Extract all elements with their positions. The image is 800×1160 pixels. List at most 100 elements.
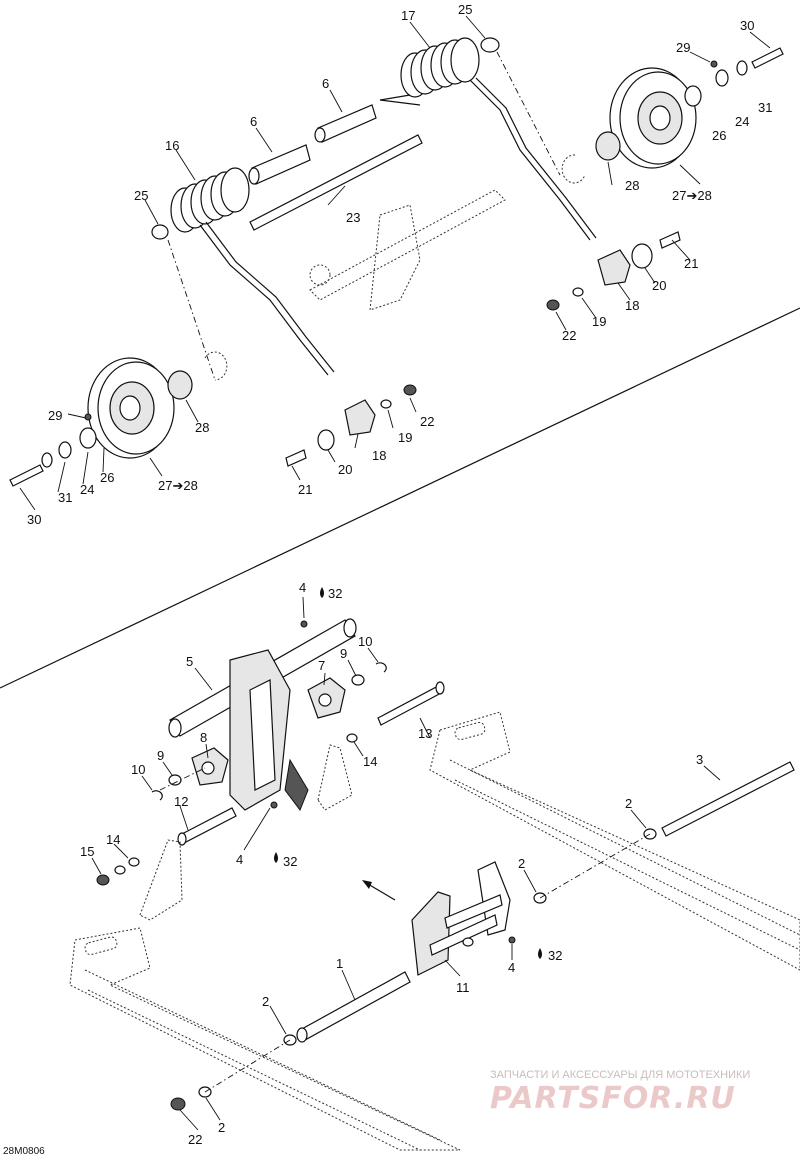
washer-14-lower-a: [128, 857, 140, 867]
rod-13: [377, 681, 445, 726]
front-direction-arrow: [362, 880, 396, 901]
callout-32-top: 32: [328, 586, 342, 601]
bearing-28-right: [595, 131, 621, 161]
washer-31-right: [736, 60, 748, 76]
bearing-28-left: [167, 370, 193, 400]
washer-31-left: [41, 452, 53, 468]
callout-32-front: 32: [548, 948, 562, 963]
axis-line-lower-2: [539, 833, 651, 899]
callout-22-bottom: 22: [188, 1132, 202, 1147]
bolt-30-right: [751, 47, 784, 69]
callout-27-28-left: 27➔28: [158, 478, 198, 493]
callout-2-left: 2: [262, 994, 269, 1009]
callout-10-lower: 10: [131, 762, 145, 777]
idler-wheel-right: [609, 67, 697, 169]
callout-10-top: 10: [358, 634, 372, 649]
callout-6-upper: 6: [322, 76, 329, 91]
spring-16: [170, 167, 335, 376]
rod-3: [661, 761, 795, 837]
axis-line-upper-right: [496, 51, 561, 176]
callout-32-mid: 32: [283, 854, 297, 869]
watermark: ЗАПЧАСТИ И АКСЕССУАРЫ ДЛЯ МОТОТЕХНИКИ PA…: [490, 1069, 750, 1116]
callout-11: 11: [456, 980, 470, 995]
callout-22-right: 22: [562, 328, 576, 343]
washer-25-right: [480, 37, 500, 53]
diagram-code: 28M0806: [3, 1146, 45, 1157]
washer-25-left: [151, 224, 169, 240]
tube-6-upper: [314, 104, 377, 143]
front-arm-bracket-11: [411, 861, 511, 976]
washer-14-upper: [346, 733, 358, 743]
washer-9-upper: [351, 674, 365, 686]
idler-wheel-left: [87, 357, 175, 459]
callout-21-right: 21: [684, 256, 698, 271]
callout-20-right: 20: [652, 278, 666, 293]
callout-8: 8: [200, 730, 207, 745]
callout-14-lower: 14: [106, 832, 120, 847]
clip-10-upper: [375, 662, 387, 673]
leader-lines-upper: [19, 15, 771, 511]
watermark-brand: PARTSFOR.RU: [490, 1081, 736, 1116]
spacer-26-left: [79, 427, 97, 449]
callout-20-left: 20: [338, 462, 352, 477]
callout-4-front: 4: [508, 960, 515, 975]
callout-26-right: 26: [712, 128, 726, 143]
lower-assembly: [69, 587, 800, 1151]
callout-7: 7: [318, 658, 325, 673]
callout-29-left: 29: [48, 408, 62, 423]
washer-19-right: [572, 287, 584, 297]
axis-line-upper-left: [167, 239, 216, 381]
shaft-23: [249, 134, 423, 231]
circlip-left: [204, 351, 228, 381]
nut-22-right: [546, 299, 560, 311]
lubricant-drop-icon-b: [274, 852, 278, 863]
grease-fitting-4-front: [508, 936, 516, 944]
axis-line-lower-3: [204, 1039, 291, 1093]
callout-31-right: 31: [758, 100, 772, 115]
callout-4-top: 4: [299, 580, 306, 595]
callout-29-right: 29: [676, 40, 690, 55]
rear-arm-bracket: [229, 649, 309, 812]
callout-23: 23: [346, 210, 360, 225]
bushing-24-left: [58, 441, 72, 459]
callout-30-left: 30: [27, 512, 41, 527]
callout-3: 3: [696, 752, 703, 767]
callout-4-mid: 4: [236, 852, 243, 867]
washer-front: [462, 937, 474, 947]
callout-6-lower: 6: [250, 114, 257, 129]
rod-1: [296, 971, 411, 1043]
grease-fitting-4-mid: [270, 801, 278, 809]
callout-21-left: 21: [298, 482, 312, 497]
bushing-24-right: [715, 69, 729, 87]
stopper-8: [191, 747, 229, 786]
callout-25-left: 25: [134, 188, 148, 203]
upper-assembly: [9, 15, 784, 511]
callout-2-bottom: 2: [218, 1120, 225, 1135]
callout-27-28-right: 27➔28: [672, 188, 712, 203]
slider-18-left: [285, 399, 376, 467]
bracket-center: [317, 744, 353, 811]
callout-13: 13: [418, 726, 432, 741]
slider-18-right: [597, 231, 681, 286]
spacer-26-right: [684, 85, 702, 107]
callout-2-right: 2: [625, 796, 632, 811]
axis-line-lower-1: [159, 767, 206, 791]
washer-9-lower: [168, 774, 182, 786]
callout-17: 17: [401, 8, 415, 23]
nut-22-bottom: [170, 1097, 186, 1111]
lubricant-drop-icon-c: [538, 948, 542, 959]
callout-9-lower: 9: [157, 748, 164, 763]
callout-19-left: 19: [398, 430, 412, 445]
callout-31-left: 31: [58, 490, 72, 505]
callout-14-top: 14: [363, 754, 377, 769]
callout-28-right: 28: [625, 178, 639, 193]
callout-18-left: 18: [372, 448, 386, 463]
tube-6-lower: [248, 144, 311, 185]
callout-25-top: 25: [458, 2, 472, 17]
callout-16: 16: [165, 138, 179, 153]
grease-fitting-4-top: [300, 620, 308, 628]
side-rail-right: [429, 711, 800, 971]
side-rail-left: [69, 927, 461, 1151]
callout-28-left: 28: [195, 420, 209, 435]
